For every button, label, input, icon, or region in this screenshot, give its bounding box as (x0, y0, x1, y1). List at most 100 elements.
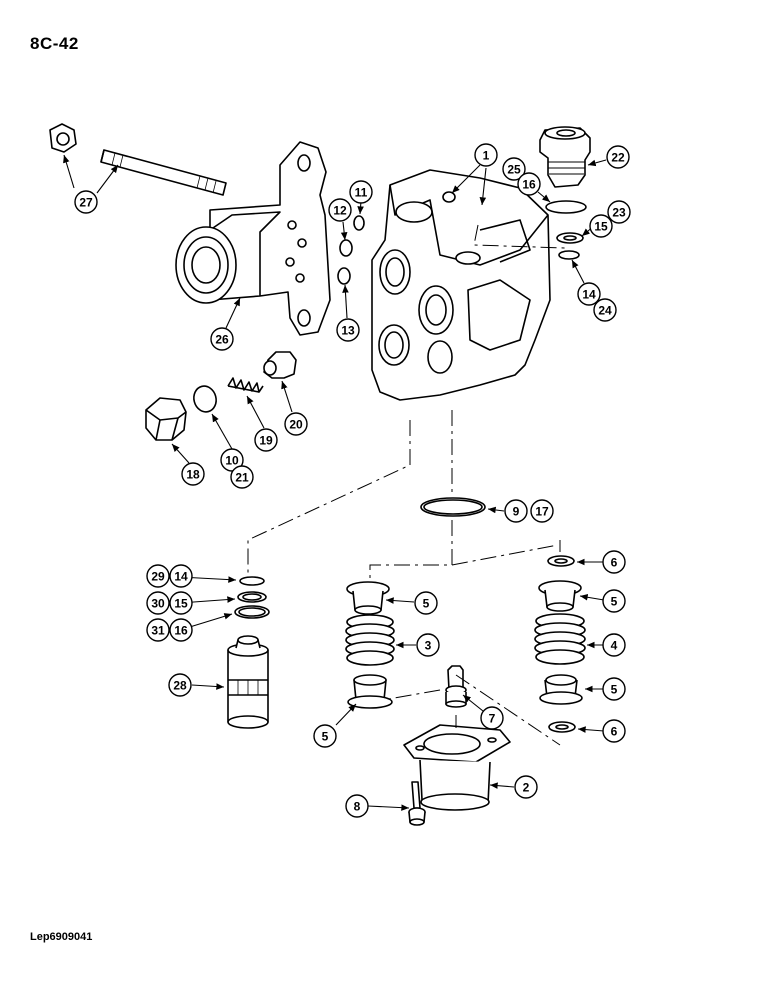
spring-seat-part (346, 581, 390, 615)
svg-text:13: 13 (341, 324, 355, 338)
spring-cap-part (403, 724, 511, 811)
svg-text:24: 24 (598, 304, 612, 318)
svg-text:6: 6 (611, 556, 618, 570)
o-ring-part (545, 200, 587, 214)
svg-text:27: 27 (79, 196, 93, 210)
svg-text:23: 23 (612, 206, 626, 220)
relief-plug-part (539, 126, 591, 188)
seal-ring-part (337, 267, 351, 285)
svg-text:8: 8 (354, 800, 361, 814)
callout-28: 28 (168, 673, 192, 697)
callout-29: 29 (146, 564, 170, 588)
callout-21: 21 (230, 465, 254, 489)
check-spring-part (227, 377, 264, 393)
svg-text:28: 28 (173, 679, 187, 693)
tie-rod-part (100, 149, 227, 196)
spring-seat-part (538, 580, 582, 612)
svg-text:30: 30 (151, 597, 165, 611)
bolt-part (408, 781, 426, 826)
svg-text:15: 15 (594, 220, 608, 234)
seal-ring-part (558, 250, 580, 260)
callout-10: 10 (220, 448, 244, 472)
svg-text:7: 7 (489, 712, 496, 726)
callout-4: 4 (602, 633, 626, 657)
svg-text:14: 14 (582, 288, 596, 302)
spring-seat-part (539, 674, 583, 705)
valve-body-part (371, 169, 551, 401)
seal-ring-part (239, 576, 265, 586)
callout-23: 23 (607, 200, 631, 224)
svg-text:22: 22 (611, 151, 625, 165)
callout-6-lower: 6 (602, 719, 626, 743)
page-code: 8C-42 (30, 34, 79, 53)
svg-text:5: 5 (611, 683, 618, 697)
svg-text:15: 15 (174, 597, 188, 611)
washer-part (548, 721, 576, 733)
callout-27: 27 (74, 190, 98, 214)
svg-text:26: 26 (215, 333, 229, 347)
svg-text:25: 25 (507, 163, 521, 177)
plug-part (145, 397, 187, 441)
svg-text:4: 4 (611, 639, 618, 653)
svg-text:5: 5 (611, 595, 618, 609)
svg-text:20: 20 (289, 418, 303, 432)
svg-text:2: 2 (523, 781, 530, 795)
svg-text:5: 5 (423, 597, 430, 611)
hex-nut-part (49, 123, 77, 153)
o-ring-part (193, 385, 217, 413)
svg-text:3: 3 (425, 639, 432, 653)
svg-text:6: 6 (611, 725, 618, 739)
svg-text:21: 21 (235, 471, 249, 485)
callout-15: 15 (589, 214, 613, 238)
callout-7: 7 (480, 706, 504, 730)
svg-text:5: 5 (322, 730, 329, 744)
svg-text:18: 18 (186, 468, 200, 482)
end-cover-part (175, 141, 331, 336)
svg-text:17: 17 (535, 505, 549, 519)
callout-24: 24 (593, 298, 617, 322)
svg-text:1: 1 (483, 149, 490, 163)
stud-part (445, 665, 467, 708)
svg-text:9: 9 (513, 505, 520, 519)
svg-text:14: 14 (174, 570, 188, 584)
callout-26: 26 (210, 327, 234, 351)
callout-12: 12 (328, 198, 352, 222)
relief-cartridge-part (227, 635, 269, 729)
callout-13: 13 (336, 318, 360, 342)
callout-25: 25 (502, 157, 526, 181)
callout-1: 1 (474, 143, 498, 167)
svg-text:10: 10 (225, 454, 239, 468)
callout-11: 11 (349, 180, 373, 204)
spool-spring-part (345, 614, 395, 666)
svg-text:12: 12 (333, 204, 347, 218)
callout-17: 17 (530, 499, 554, 523)
callout-15-left: 15 (169, 591, 193, 615)
callout-6-upper: 6 (602, 550, 626, 574)
callout-14-left: 14 (169, 564, 193, 588)
svg-text:11: 11 (355, 186, 368, 200)
callout-19: 19 (254, 428, 278, 452)
poppet-part (263, 351, 297, 379)
washer-part (547, 555, 575, 567)
seal-ring-part (353, 215, 365, 231)
svg-text:29: 29 (151, 570, 165, 584)
svg-text:19: 19 (259, 434, 273, 448)
callout-5-lower-middle: 5 (313, 724, 337, 748)
callout-18: 18 (181, 462, 205, 486)
callout-5-upper-middle: 5 (414, 591, 438, 615)
callout-8: 8 (345, 794, 369, 818)
callout-5-upper-right: 5 (602, 589, 626, 613)
callout-9: 9 (504, 499, 528, 523)
callout-3: 3 (416, 633, 440, 657)
drawing-reference-code: Lep6909041 (30, 931, 93, 943)
svg-text:16: 16 (522, 178, 536, 192)
callout-2: 2 (514, 775, 538, 799)
spool-spring-part (534, 613, 586, 665)
callout-22: 22 (606, 145, 630, 169)
svg-text:16: 16 (174, 624, 188, 638)
seal-ring-part (339, 239, 353, 257)
svg-text:31: 31 (151, 624, 165, 638)
callout-5-lower-right: 5 (602, 677, 626, 701)
callout-14: 14 (577, 282, 601, 306)
